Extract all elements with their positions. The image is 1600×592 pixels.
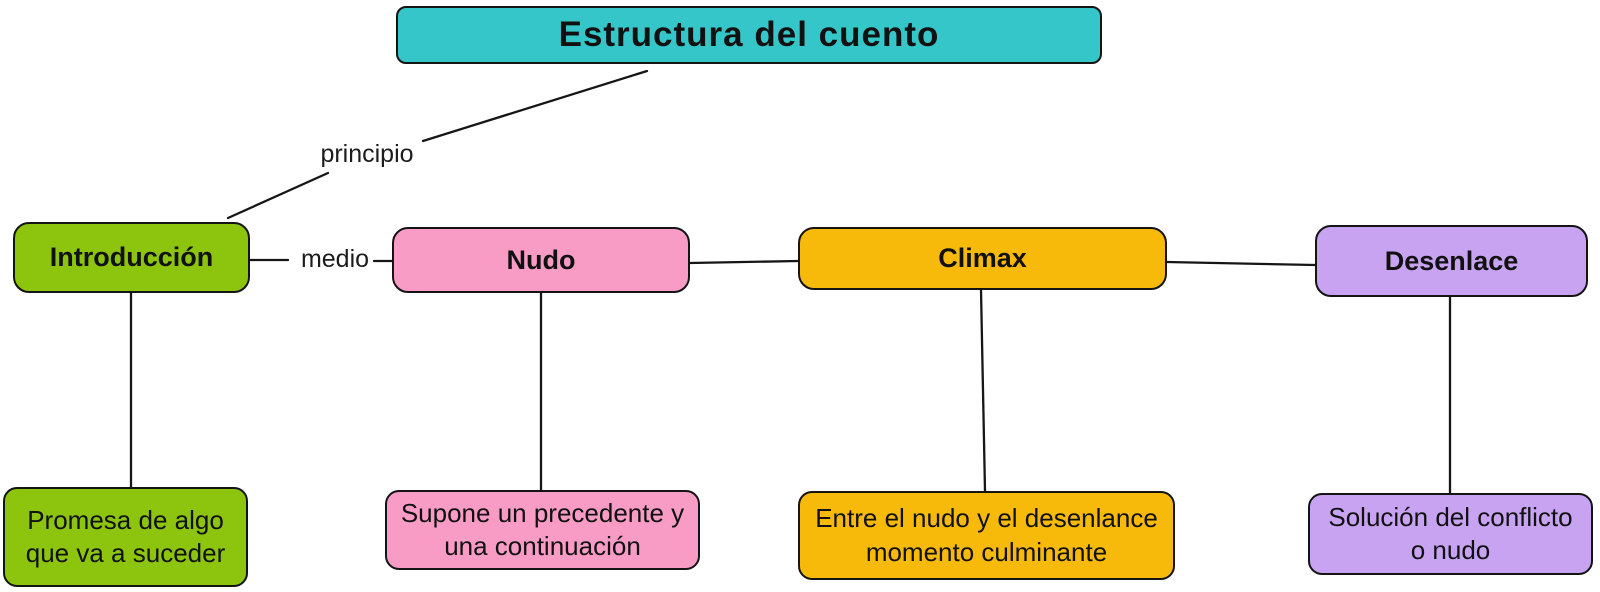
description-climax: Entre el nudo y el desenlance momento cu… <box>798 491 1175 580</box>
node-climax: Climax <box>798 227 1167 290</box>
description-introduccion: Promesa de algo que va a suceder <box>3 487 248 587</box>
node-nudo: Nudo <box>392 227 690 293</box>
edge-climax-to-desenlace <box>1165 260 1317 267</box>
edge-title-to-principio <box>421 69 649 143</box>
description-nudo: Supone un precedente y una continuación <box>385 490 700 570</box>
edge-label-medio: medio <box>300 245 370 273</box>
edge-label-principio: principio <box>320 140 414 168</box>
edge-nudo-to-climax <box>688 259 800 265</box>
node-desenlace: Desenlace <box>1315 225 1588 297</box>
node-introduccion: Introducción <box>13 222 250 293</box>
edge-principio-to-introduccion <box>226 171 330 220</box>
title-node: Estructura del cuento <box>396 6 1102 64</box>
edge-climax-to-description <box>979 288 987 493</box>
description-desenlace: Solución del conflicto o nudo <box>1308 493 1593 575</box>
